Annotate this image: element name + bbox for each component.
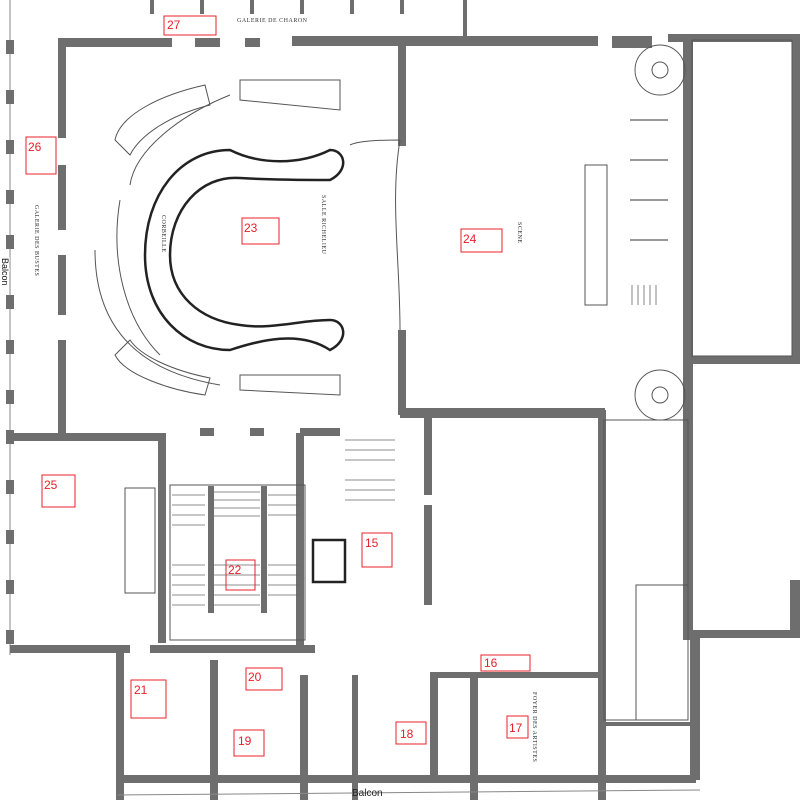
svg-text:17: 17 xyxy=(509,721,523,735)
grand-staircase xyxy=(172,285,657,606)
svg-text:19: 19 xyxy=(238,734,252,748)
label-balcon-left: Balcon xyxy=(0,258,10,286)
label-galerie-des-bustes: GALERIE DES BUSTES xyxy=(33,205,39,276)
svg-text:26: 26 xyxy=(28,140,42,154)
svg-text:15: 15 xyxy=(365,536,379,550)
svg-text:24: 24 xyxy=(463,232,477,246)
svg-text:16: 16 xyxy=(484,656,498,670)
label-salle-richelieu: SALLE RICHELIEU xyxy=(320,195,326,254)
room-marker-17[interactable]: 17 xyxy=(506,715,529,739)
label-balcon-bottom: Balcon xyxy=(352,788,383,799)
svg-text:23: 23 xyxy=(244,221,258,235)
room-marker-20[interactable]: 20 xyxy=(245,667,283,691)
left-facade xyxy=(6,0,14,655)
svg-text:27: 27 xyxy=(167,18,181,32)
room-marker-26[interactable]: 26 xyxy=(25,136,57,175)
room-marker-16[interactable]: 16 xyxy=(480,654,531,672)
room-marker-21[interactable]: 21 xyxy=(130,679,167,719)
label-galerie-de-charon: GALERIE DE CHARON xyxy=(237,18,308,24)
svg-text:21: 21 xyxy=(134,683,148,697)
room-marker-27[interactable]: 27 xyxy=(163,15,217,36)
svg-text:18: 18 xyxy=(400,727,414,741)
room-marker-23[interactable]: 23 xyxy=(241,217,280,245)
room-marker-19[interactable]: 19 xyxy=(233,729,265,757)
svg-text:25: 25 xyxy=(44,478,58,492)
room-marker-15[interactable]: 15 xyxy=(361,532,393,568)
room-marker-25[interactable]: 25 xyxy=(41,474,76,508)
room-marker-24[interactable]: 24 xyxy=(460,228,503,253)
spiral-stair-top xyxy=(634,44,686,96)
svg-text:22: 22 xyxy=(228,563,242,577)
walls xyxy=(10,0,800,800)
label-scene: SCENE xyxy=(516,222,522,244)
svg-text:20: 20 xyxy=(248,670,262,684)
label-foyer-des-artistes: FOYER DES ARTISTES xyxy=(531,692,537,762)
room-marker-22[interactable]: 22 xyxy=(225,559,256,591)
auditorium-outline xyxy=(143,148,345,352)
room-marker-18[interactable]: 18 xyxy=(395,721,427,745)
label-corbeille: CORBEILLE xyxy=(160,215,166,253)
spiral-stair-bottom xyxy=(634,369,686,421)
